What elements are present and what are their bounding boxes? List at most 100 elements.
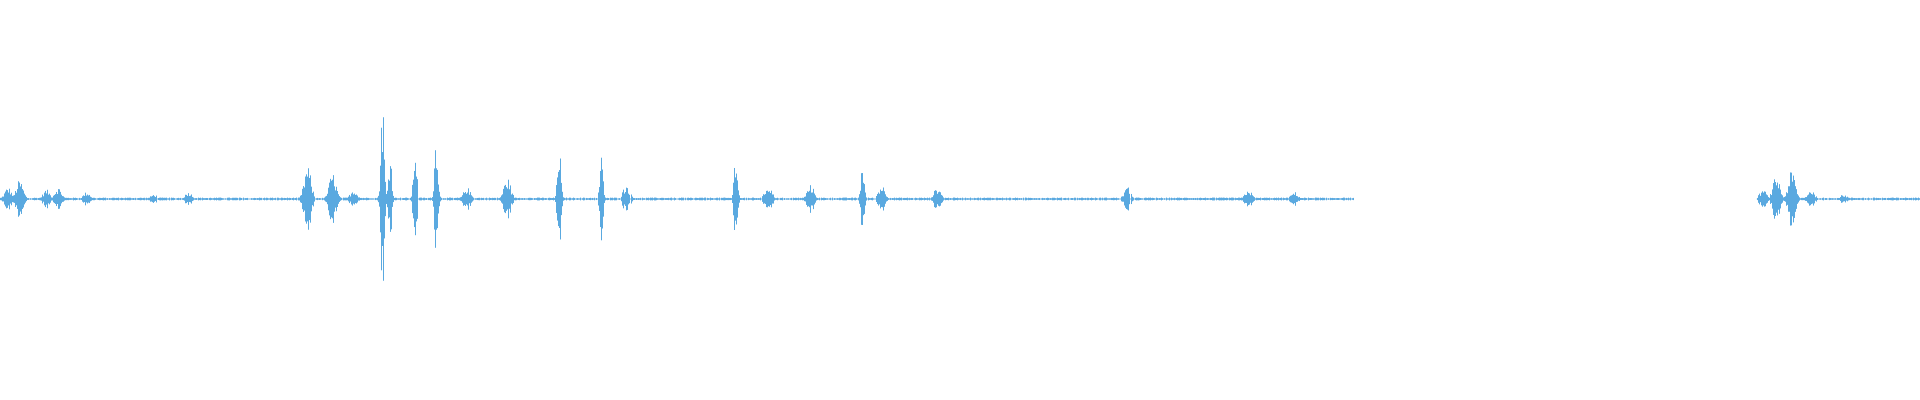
waveform-sample	[1106, 197, 1107, 201]
waveform-sample	[1865, 198, 1866, 200]
waveform-sample	[4, 193, 5, 205]
waveform-sample	[1032, 198, 1033, 200]
waveform-sample	[637, 198, 638, 200]
waveform-sample	[754, 198, 755, 200]
waveform-sample	[608, 197, 609, 201]
waveform-sample	[1167, 198, 1168, 200]
waveform-sample	[55, 194, 56, 204]
waveform-sample	[782, 197, 783, 201]
waveform-sample	[1189, 198, 1190, 200]
waveform-sample	[1133, 197, 1134, 201]
waveform-sample	[137, 198, 138, 200]
waveform-sample	[1281, 197, 1282, 201]
waveform-sample	[75, 197, 76, 201]
waveform-sample	[518, 198, 519, 200]
waveform-sample	[68, 197, 69, 201]
waveform-sample	[1166, 197, 1167, 201]
waveform-sample	[635, 198, 636, 200]
waveform-sample	[675, 198, 676, 200]
waveform-sample	[773, 194, 774, 204]
waveform-sample	[709, 198, 710, 200]
waveform-sample	[1013, 198, 1014, 200]
waveform-sample	[1808, 194, 1809, 204]
waveform-sample	[463, 192, 464, 206]
waveform-sample	[1094, 198, 1095, 200]
waveform-sample	[282, 197, 283, 201]
waveform-sample	[656, 197, 657, 201]
waveform-sample	[1238, 197, 1239, 201]
waveform-sample	[1042, 197, 1043, 201]
waveform-sample	[300, 195, 301, 203]
waveform-sample	[1217, 198, 1218, 200]
waveform-sample	[511, 194, 512, 204]
waveform-sample	[1888, 197, 1889, 201]
waveform-sample	[1892, 197, 1893, 201]
waveform-sample	[851, 197, 852, 201]
waveform-sample	[429, 197, 430, 201]
waveform-sample	[1159, 198, 1160, 200]
waveform-sample	[625, 192, 626, 206]
waveform-sample	[1250, 195, 1251, 203]
waveform-sample	[1203, 198, 1204, 200]
waveform-sample	[287, 197, 288, 201]
waveform-sample	[781, 197, 782, 201]
waveform-sample	[840, 197, 841, 201]
waveform-sample	[926, 198, 927, 200]
waveform-sample	[492, 197, 493, 201]
waveform-sample	[179, 198, 180, 200]
waveform-sample	[1092, 197, 1093, 201]
waveform-sample	[265, 198, 266, 200]
waveform-sample	[563, 197, 564, 201]
waveform-sample	[171, 197, 172, 201]
waveform-sample	[654, 197, 655, 201]
waveform-sample	[775, 198, 776, 200]
waveform-sample	[1227, 197, 1228, 201]
waveform-sample	[1136, 197, 1137, 201]
waveform-sample	[689, 198, 690, 201]
waveform-sample	[805, 196, 806, 202]
waveform-sample	[952, 198, 953, 200]
waveform-sample	[1340, 198, 1341, 200]
waveform-sample	[646, 197, 647, 201]
waveform-sample	[1258, 197, 1259, 201]
waveform-sample	[869, 198, 870, 200]
waveform-sample	[902, 198, 903, 200]
waveform-sample	[244, 198, 245, 200]
waveform-sample	[1218, 197, 1219, 201]
waveform-sample	[180, 197, 181, 201]
waveform-sample	[503, 188, 504, 210]
waveform-sample	[1223, 197, 1224, 201]
waveform-sample	[592, 197, 593, 201]
waveform-sample	[967, 198, 968, 200]
waveform-sample	[1245, 195, 1246, 203]
waveform-sample	[501, 195, 502, 203]
waveform-sample	[423, 197, 424, 201]
waveform-sample	[627, 188, 628, 210]
waveform-sample	[220, 197, 221, 201]
waveform-sample	[195, 198, 196, 200]
waveform-sample	[787, 198, 788, 200]
waveform-sample	[377, 197, 378, 201]
waveform-sample	[837, 198, 838, 200]
waveform-sample	[906, 197, 907, 201]
waveform-sample	[1052, 197, 1053, 201]
waveform-sample	[1898, 197, 1899, 201]
waveform-sample	[560, 158, 561, 240]
waveform-sample	[328, 187, 329, 211]
waveform-sample	[691, 197, 692, 201]
waveform-sample	[1897, 197, 1898, 201]
waveform-sample	[978, 197, 979, 201]
waveform-sample	[395, 197, 396, 201]
waveform-sample	[1885, 197, 1886, 201]
waveform-sample	[1126, 188, 1127, 210]
waveform-sample	[102, 197, 103, 201]
waveform-sample	[749, 198, 750, 200]
waveform-sample	[986, 197, 987, 201]
waveform-sample	[493, 197, 494, 201]
waveform-sample	[167, 198, 168, 200]
waveform-sample	[1051, 198, 1052, 200]
waveform-sample	[700, 197, 701, 201]
waveform-sample	[386, 194, 387, 204]
